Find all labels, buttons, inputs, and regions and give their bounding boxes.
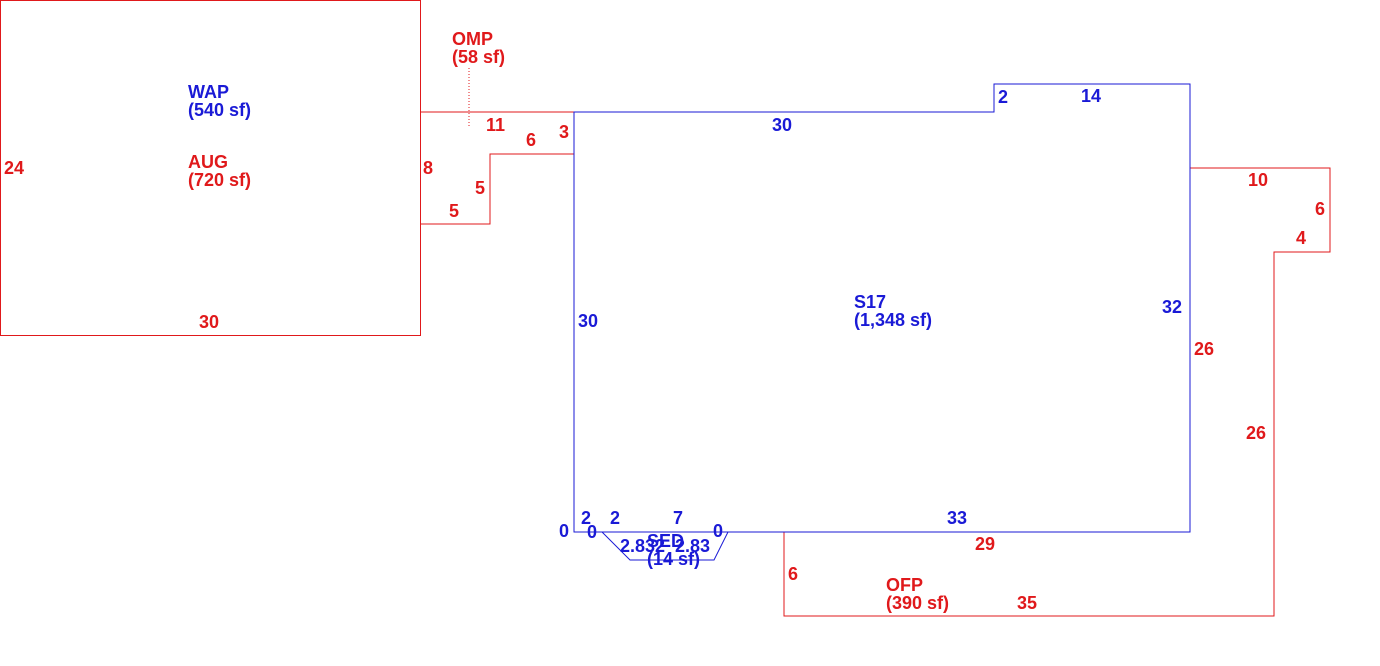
aug-name: AUG: [188, 152, 228, 172]
ofp-area: (390 sf): [886, 593, 949, 613]
omp-area: (58 sf): [452, 47, 505, 67]
wap-name: WAP: [188, 82, 229, 102]
dim-s17-right: 32: [1162, 297, 1182, 317]
dim-omp-left: 8: [423, 158, 433, 178]
sed-name: SED: [647, 531, 684, 551]
dim-ofp-inner-right: 26: [1194, 339, 1214, 359]
dim-sed-diag-left: 2.83: [620, 536, 655, 556]
omp-name: OMP: [452, 29, 493, 49]
dim-s17-notch: 2: [998, 87, 1008, 107]
dim-ofp-top-right: 10: [1248, 170, 1268, 190]
dim-omp-top: 11: [486, 115, 505, 135]
dim-ofp-step: 4: [1296, 228, 1306, 248]
dim-s17-left: 30: [578, 311, 598, 331]
s17-outline: [573, 83, 1191, 533]
omp-outline: [420, 111, 575, 225]
aug-area: (720 sf): [188, 170, 251, 190]
aug-outline: [0, 0, 421, 336]
dim-sed-bottom: 2: [655, 536, 665, 556]
dim-omp-step-top: 6: [526, 130, 536, 150]
dim-sed-zero-left: 0: [587, 522, 597, 542]
ofp-outline: [783, 167, 1331, 617]
dim-aug-bottom: 30: [199, 312, 219, 332]
dim-sed-top-mid: 7: [673, 508, 683, 528]
dim-omp-bottom: 5: [449, 201, 459, 221]
s17-name: S17: [854, 292, 886, 312]
wap-area: (540 sf): [188, 100, 251, 120]
dim-s17-bottom-left: 2: [581, 508, 591, 528]
dim-omp-step-vertical: 5: [475, 178, 485, 198]
sed-area: (14 sf): [647, 549, 700, 569]
dim-sed-zero-right: 0: [713, 521, 723, 541]
dim-omp-step-right: 3: [559, 122, 569, 142]
s17-area: (1,348 sf): [854, 310, 932, 330]
dim-ofp-right-vert: 6: [1315, 199, 1325, 219]
dim-ofp-bottom: 35: [1017, 593, 1037, 613]
dim-ofp-top: 29: [975, 534, 995, 554]
dim-sed-top-left: 2: [610, 508, 620, 528]
dim-s17-top: 30: [772, 115, 792, 135]
dim-ofp-outer-right: 26: [1246, 423, 1266, 443]
blue-outlines: [573, 83, 1191, 561]
red-outlines: [0, 0, 1331, 617]
dim-aug-left: 24: [4, 158, 24, 178]
dim-s17-top-right: 14: [1081, 86, 1101, 106]
dim-sed-diag-right: 2.83: [675, 536, 710, 556]
dim-ofp-left: 6: [788, 564, 798, 584]
dim-s17-left-zero: 0: [559, 521, 569, 541]
sed-outline: [600, 531, 729, 561]
dim-s17-bottom: 33: [947, 508, 967, 528]
ofp-name: OFP: [886, 575, 923, 595]
